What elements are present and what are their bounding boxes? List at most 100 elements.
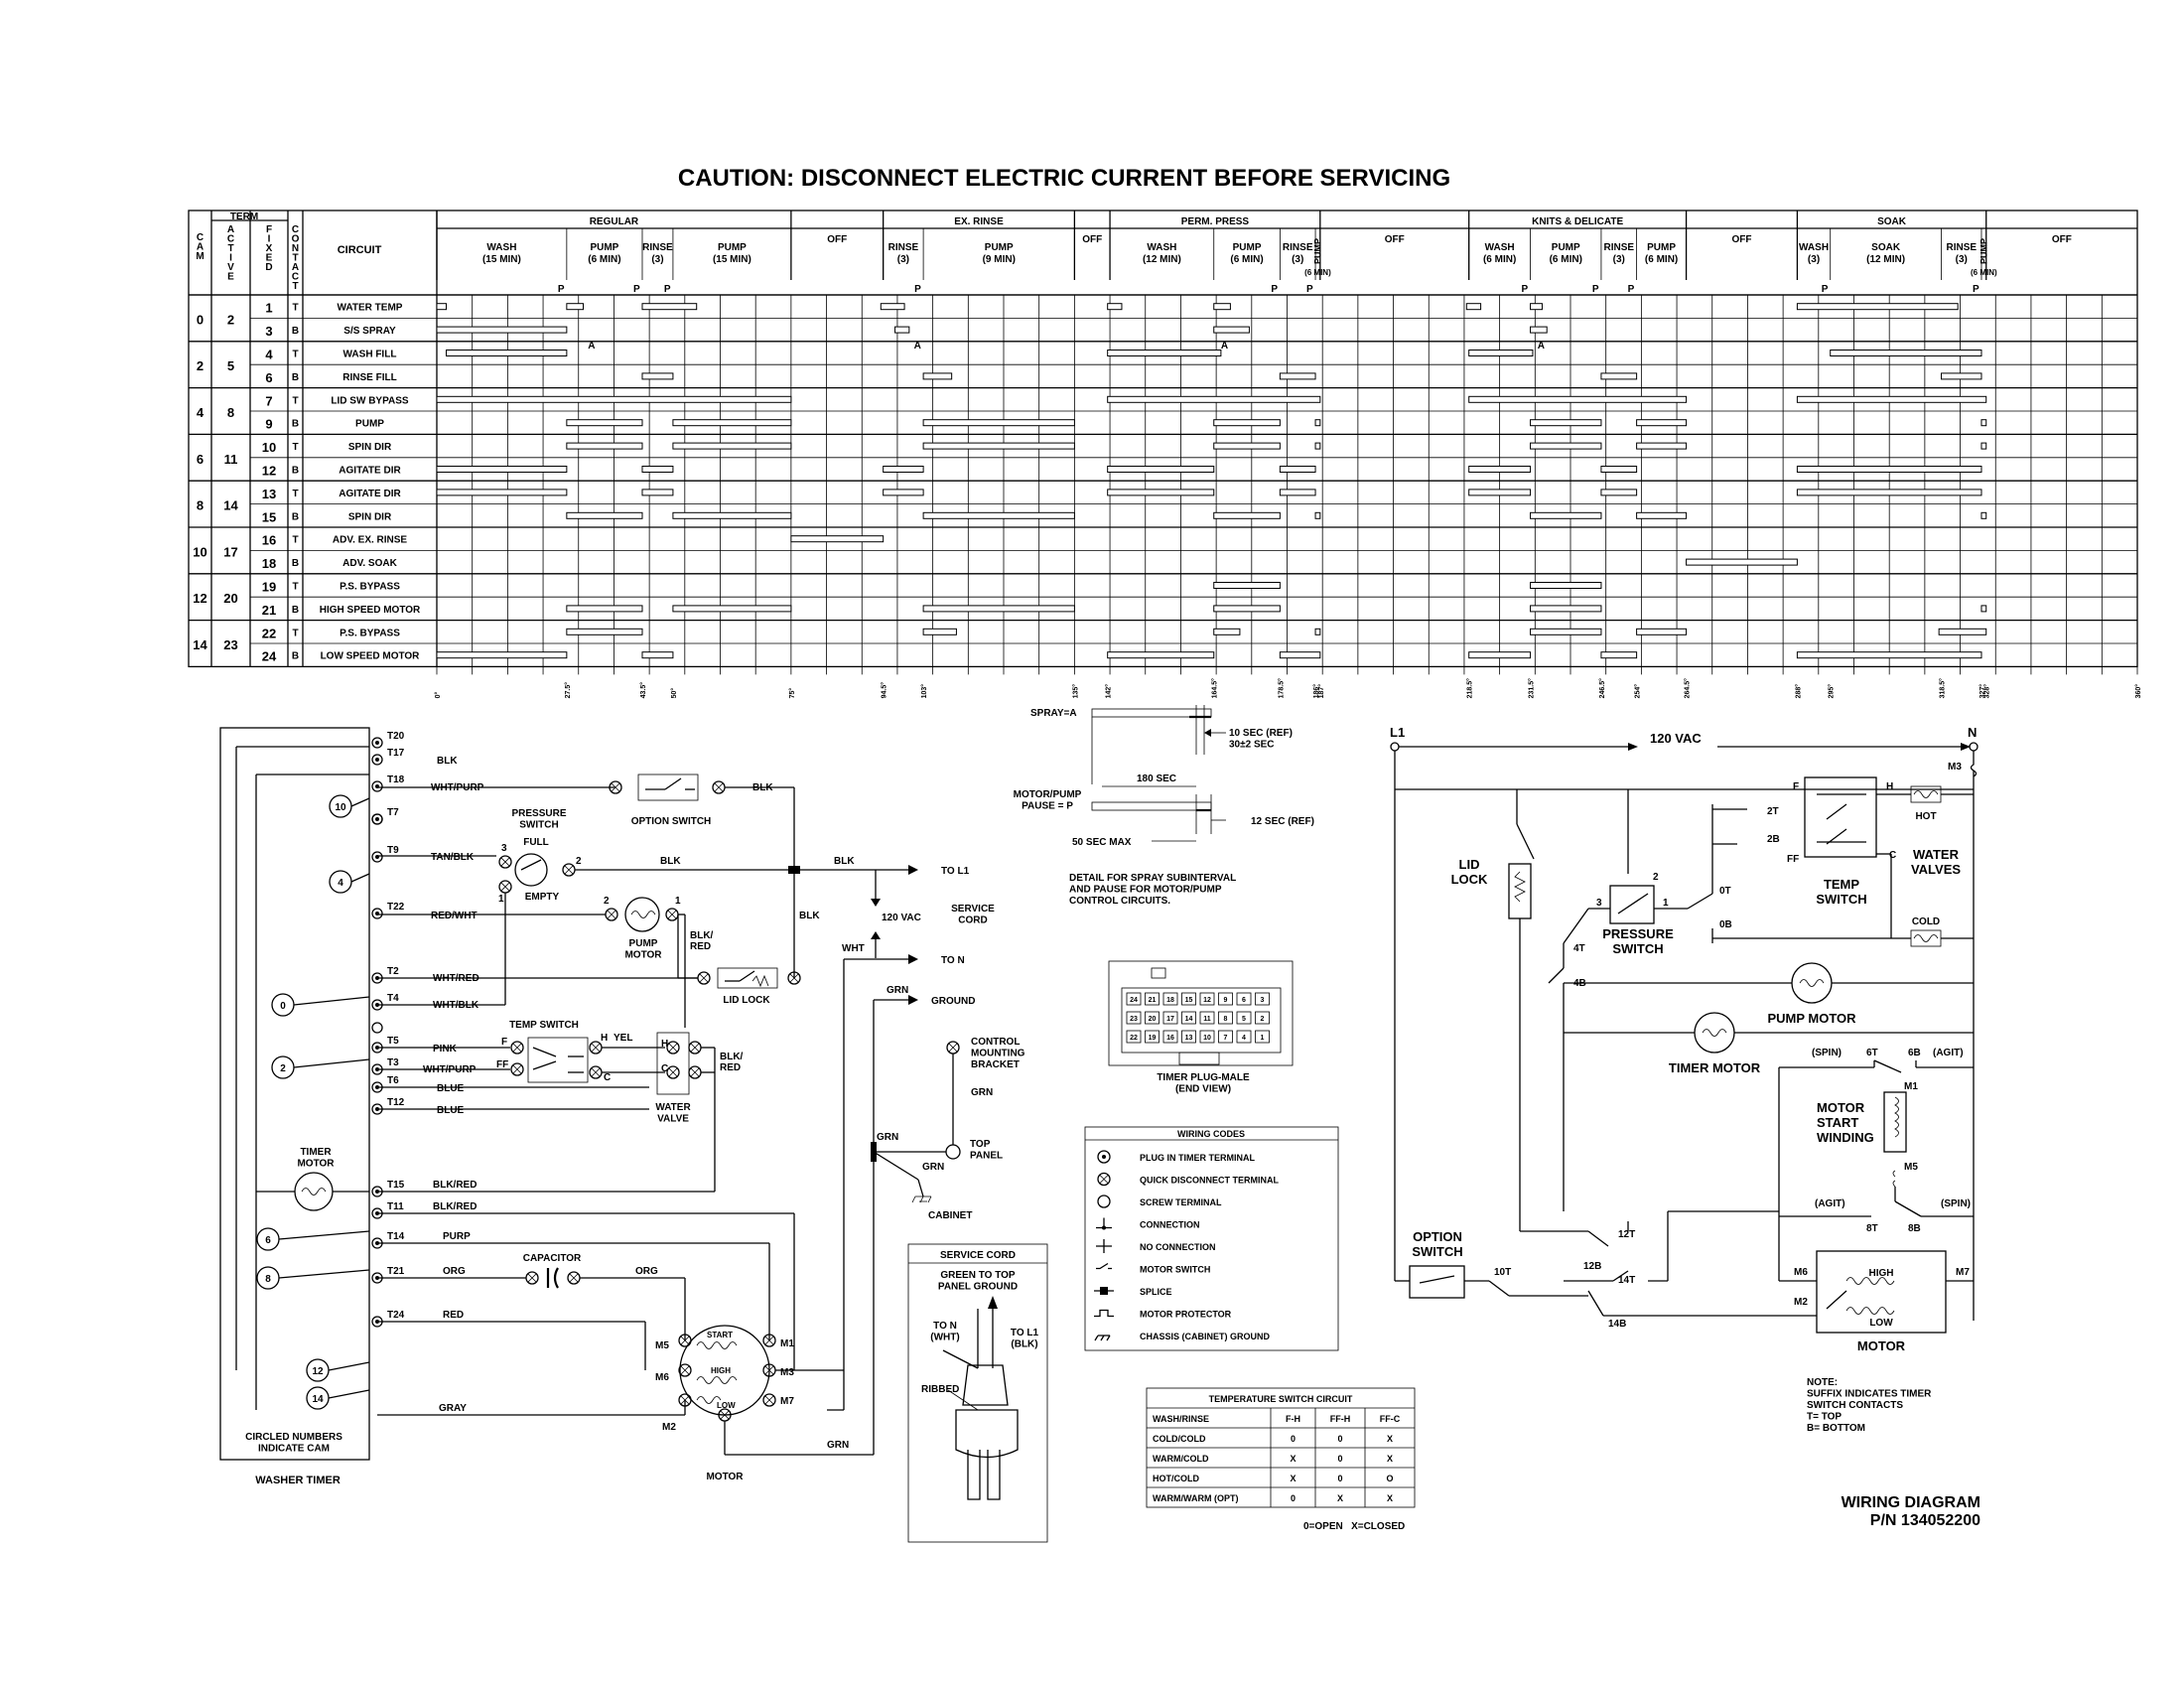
cycle-header: REGULAR: [590, 216, 639, 227]
degree-mark: 288°: [1794, 684, 1802, 699]
fixed-terminal: 7: [265, 393, 272, 408]
pause-mark: P: [664, 284, 671, 295]
wire-color-label: TAN/BLK: [431, 852, 475, 863]
pause-mark: P: [1973, 284, 1979, 295]
cycle-header: OFF: [1385, 234, 1405, 245]
cam-number: 6: [197, 452, 204, 467]
timer-cam-number: 0: [280, 1001, 286, 1012]
phase-header: WASH: [1147, 242, 1176, 253]
wire-color-label: GRN: [887, 985, 908, 996]
plug-pin: 13: [1185, 1035, 1193, 1042]
sch-m1: M1: [1904, 1081, 1918, 1092]
phase-header: RINSE: [1603, 242, 1634, 253]
wire-color-label: GRN: [971, 1087, 993, 1098]
timer-terminal-icon: [371, 754, 383, 766]
degree-mark: 186°: [1312, 684, 1320, 699]
timer-terminal-label: T12: [387, 1097, 405, 1108]
degree-mark: 254°: [1634, 684, 1642, 699]
timer-cam-number: 2: [280, 1063, 286, 1074]
wire-color-label: PINK: [433, 1044, 458, 1055]
motor-m3: M3: [780, 1367, 794, 1378]
sch-m5: M5: [1904, 1162, 1918, 1173]
ps-pin-3: 3: [501, 843, 507, 854]
contact-position: T: [292, 442, 298, 453]
temp-table-cell: 0: [1291, 1434, 1296, 1444]
cycle-header: EX. RINSE: [954, 216, 1004, 227]
sch-low: LOW: [1869, 1318, 1893, 1329]
temp-table-header: WASH/RINSE: [1153, 1414, 1209, 1424]
phase-header: SOAK: [1871, 242, 1901, 253]
fixed-terminal: 15: [262, 509, 276, 524]
phase-header: RINSE: [888, 242, 919, 253]
spray-label: SPRAY=A: [1030, 708, 1077, 719]
phase-header: PUMP: [1979, 238, 1988, 264]
c-12t: 12T: [1618, 1229, 1635, 1240]
timer-terminal-label: T9: [387, 845, 399, 856]
wiring-code-label: SPLICE: [1140, 1287, 1172, 1297]
active-terminal: 17: [223, 544, 237, 559]
timer-terminal-label: T14: [387, 1231, 405, 1242]
plug-pin: 15: [1185, 997, 1193, 1004]
degree-mark: 164.5°: [1211, 678, 1219, 699]
wire-color-label: BLK/RED: [433, 1201, 477, 1212]
temp-legend: 0=OPEN X=CLOSED: [1303, 1521, 1405, 1532]
active-terminal: 8: [227, 405, 234, 420]
plug-pin: 5: [1242, 1016, 1246, 1023]
phase-duration: (3): [1956, 254, 1968, 265]
wire-color-label: BLK: [799, 911, 820, 921]
spray-mark: A: [914, 341, 921, 352]
wire-color-label: BLUE: [437, 1105, 465, 1116]
ts-f: F: [1793, 781, 1799, 792]
wire-color-label: BLK: [834, 856, 855, 867]
ps-pin-2: 2: [576, 856, 582, 867]
c-10t: 10T: [1494, 1267, 1511, 1278]
motor-label: MOTOR: [706, 1472, 744, 1482]
cord-to-n: TO N(WHT): [930, 1321, 959, 1343]
phase-duration: (3): [1613, 254, 1625, 265]
fixed-terminal: 13: [262, 487, 276, 501]
to-n-label: TO N: [941, 955, 965, 966]
timer-terminal-label: T6: [387, 1075, 399, 1086]
cycle-header: KNITS & DELICATE: [1532, 216, 1623, 227]
timer-terminal-label: T21: [387, 1266, 405, 1277]
sch-motor: MOTOR: [1857, 1338, 1906, 1353]
phase-duration: (3): [651, 254, 663, 265]
wiring-code-label: MOTOR PROTECTOR: [1140, 1310, 1232, 1320]
circuit-name: WASH FILL: [343, 350, 397, 360]
degree-mark: 178.5°: [1277, 678, 1285, 699]
plug-pin: 1: [1261, 1035, 1265, 1042]
wiring-code-symbol-icon: [1096, 1262, 1112, 1270]
sch-l1: L1: [1390, 725, 1405, 740]
fixed-terminal: 24: [262, 649, 277, 664]
plug-pin: 19: [1149, 1035, 1157, 1042]
active-terminal: 20: [223, 591, 237, 606]
wiring-code-symbol-icon: [1097, 1172, 1111, 1187]
sch-m7: M7: [1956, 1267, 1970, 1278]
timer-cam-number: 6: [265, 1235, 271, 1246]
timer-cam-number: 12: [312, 1366, 324, 1377]
phase-header: PUMP: [718, 242, 747, 253]
timer-terminal-label: T24: [387, 1310, 405, 1321]
pause-mark: P: [1306, 284, 1313, 295]
c-8t: 8T: [1866, 1223, 1878, 1234]
motor-m5: M5: [655, 1340, 669, 1351]
temp-table-cell: X: [1387, 1434, 1393, 1444]
wv-pin-c: C: [661, 1063, 668, 1074]
circuit-name: RINSE FILL: [342, 372, 396, 383]
circuit-name: AGITATE DIR: [339, 466, 401, 477]
sch-n: N: [1968, 725, 1977, 740]
contact-position: B: [292, 651, 299, 662]
c-2t: 2T: [1767, 806, 1779, 817]
wire-color-label: GRN: [922, 1162, 944, 1173]
cord-ribbed: RIBBED: [921, 1384, 959, 1395]
cord-title: SERVICE CORD: [940, 1250, 1016, 1261]
